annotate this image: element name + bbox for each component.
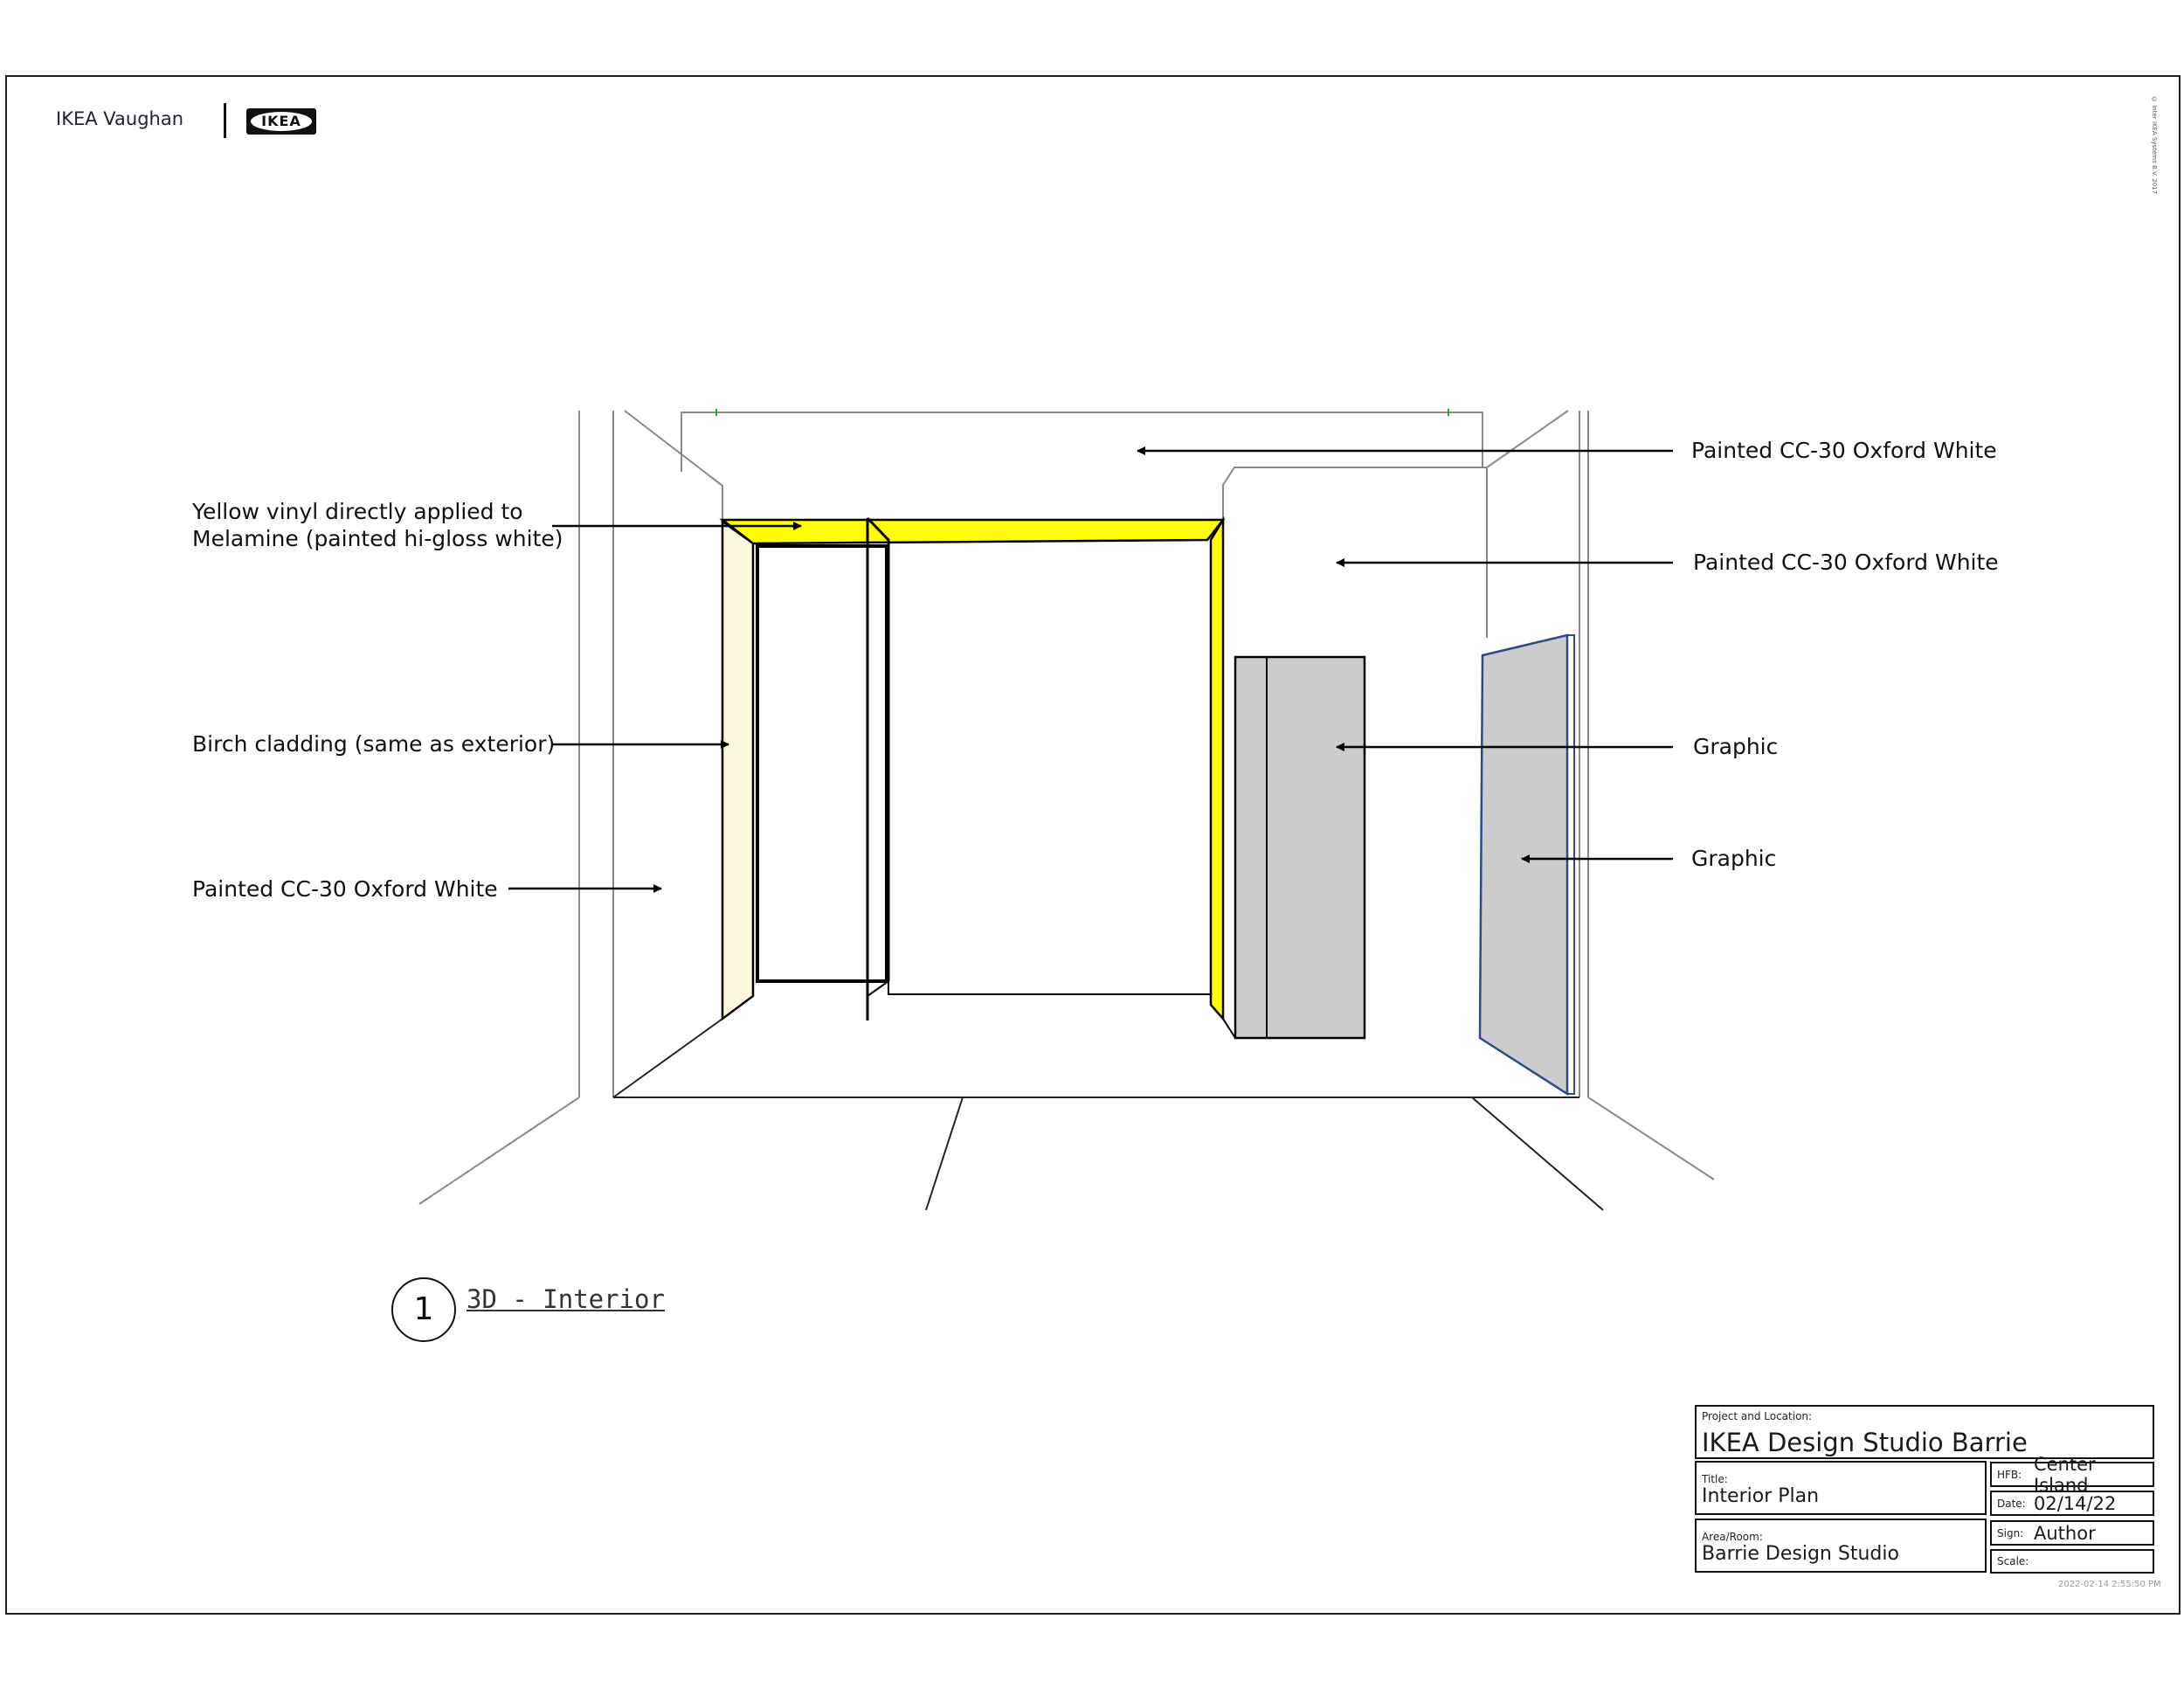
graphic-panel-base-line bbox=[1222, 1018, 1236, 1039]
title-block-project: Project and Location: IKEA Design Studio… bbox=[1695, 1405, 2154, 1459]
scale-caption: Scale: bbox=[1997, 1555, 2029, 1567]
graphic-panel-right-edge bbox=[1567, 634, 1575, 1095]
project-caption: Project and Location: bbox=[1702, 1410, 1813, 1422]
ikea-logo-text: IKEA bbox=[261, 113, 301, 129]
left-floor-edge-outer bbox=[418, 1097, 580, 1205]
back-opening-frame bbox=[888, 540, 1212, 995]
door-frame-left bbox=[756, 544, 888, 983]
callout-right-wall: Painted CC-30 Oxford White bbox=[1693, 550, 1999, 575]
title-block-sign: Sign: Author bbox=[1990, 1520, 2154, 1546]
floor-divider-right bbox=[1471, 1097, 1604, 1211]
callout-birch-cladding: Birch cladding (same as exterior) bbox=[192, 731, 556, 757]
sign-caption: Sign: bbox=[1997, 1526, 2024, 1539]
right-floor-edge-outer bbox=[1587, 1097, 1715, 1180]
yellow-vinyl-right-band bbox=[1209, 515, 1225, 1022]
door-frame-base bbox=[867, 980, 889, 997]
floor-divider-left bbox=[925, 1097, 964, 1211]
hfb-value: Center Island bbox=[2034, 1453, 2096, 1496]
callout-graphic-center: Graphic bbox=[1693, 734, 1779, 759]
back-upper-wall-line bbox=[681, 412, 1483, 472]
title-block-scale: Scale: bbox=[1990, 1549, 2154, 1574]
right-return-wall-line bbox=[1222, 410, 1569, 524]
ikea-logo: IKEA bbox=[246, 108, 316, 135]
drawing-sheet-border bbox=[5, 75, 2181, 1615]
door-frames bbox=[756, 516, 1212, 1020]
title-block-date: Date: 02/14/22 bbox=[1990, 1491, 2154, 1516]
date-value: 02/14/22 bbox=[2034, 1492, 2117, 1514]
callout-leaders bbox=[508, 446, 1673, 893]
title-block-hfb: HFB: Center Island bbox=[1990, 1454, 2154, 1496]
sign-value: Author bbox=[2034, 1522, 2096, 1544]
title-block-area: Area/Room: Barrie Design Studio bbox=[1695, 1519, 1987, 1573]
title-block-title: Title: Interior Plan bbox=[1695, 1461, 1987, 1515]
birch-cladding-panel bbox=[721, 519, 755, 1021]
view-title: 3D - Interior bbox=[467, 1284, 665, 1314]
floor-left-diagonal bbox=[612, 1018, 723, 1098]
callout-back-wall: Painted CC-30 Oxford White bbox=[1691, 438, 1997, 463]
callout-graphic-right: Graphic bbox=[1691, 846, 1777, 871]
area-room: Barrie Design Studio bbox=[1702, 1543, 1899, 1565]
print-timestamp: 2022-02-14 2:55:50 PM bbox=[2058, 1580, 2161, 1589]
graphic-panel-right bbox=[1478, 633, 1569, 1097]
brand-separator bbox=[224, 103, 226, 138]
left-return-wall-line bbox=[624, 410, 723, 524]
ikea-logo-oval bbox=[251, 112, 312, 131]
drawing-title: Interior Plan bbox=[1702, 1485, 1820, 1507]
callout-left-wall: Painted CC-30 Oxford White bbox=[192, 876, 498, 902]
brand-name: IKEA Vaughan bbox=[56, 108, 184, 129]
area-caption: Area/Room: bbox=[1702, 1531, 1763, 1543]
yellow-vinyl-top-band bbox=[719, 518, 1226, 545]
graphic-panel-center bbox=[1234, 655, 1366, 1040]
floor-lines bbox=[612, 1018, 1604, 1211]
copyright-notice: © Inter IKEA Systems B.V. 2017 bbox=[2151, 96, 2158, 195]
title-caption: Title: bbox=[1702, 1473, 1728, 1485]
project-name: IKEA Design Studio Barrie bbox=[1702, 1428, 2028, 1457]
hfb-caption: HFB: bbox=[1997, 1468, 2022, 1481]
view-number-bubble: 1 bbox=[391, 1277, 456, 1342]
callout-yellow-vinyl: Yellow vinyl directly applied to Melamin… bbox=[192, 499, 563, 551]
date-caption: Date: bbox=[1997, 1497, 2026, 1510]
